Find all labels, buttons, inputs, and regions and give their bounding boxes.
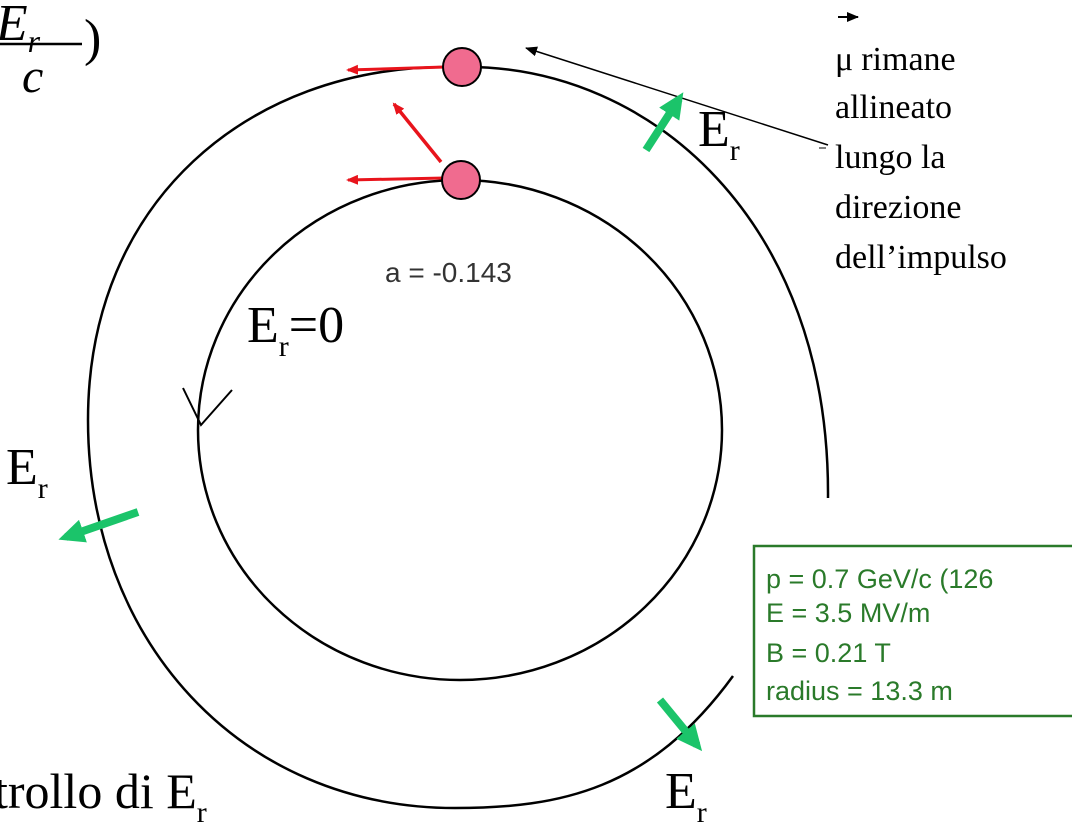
field-arrow-left [58,508,140,543]
footer-caption: trollo di Er [0,763,207,823]
muon-particle-inner [441,160,481,200]
spin-arrow-outer [346,64,446,75]
er-label-top-right: Er [698,101,740,167]
parameter-list: p = 0.7 GeV/c (126 E = 3.5 MV/m B = 0.21… [766,564,1001,706]
er-zero-label: Er=0 [247,297,344,363]
spin-arrow-inner [346,174,446,185]
param-radius: radius = 13.3 m [766,676,953,706]
field-arrow-lower-right [656,697,703,752]
formula-denominator: c [22,50,43,103]
outer-orbit-lower [86,65,735,810]
param-momentum: p = 0.7 GeV/c (126 [766,564,993,594]
param-field-b: B = 0.21 T [766,638,890,668]
inner-orbit [196,178,724,682]
er-label-left: Er [6,439,48,505]
formula-paren: ) [84,10,101,67]
field-arrow-upper-right [642,92,684,153]
parameter-box [752,544,1072,718]
orbit-direction-chevron [182,387,233,427]
muon-particle-outer [442,47,482,87]
outer-orbit [466,65,830,499]
spin-arrow-inner-tilted [392,102,443,164]
er-label-bottom-right: Er [665,763,707,823]
note-pointer-arrow [525,46,829,146]
anomaly-value: a = -0.143 [385,257,512,288]
param-field-e: E = 3.5 MV/m [766,598,930,628]
